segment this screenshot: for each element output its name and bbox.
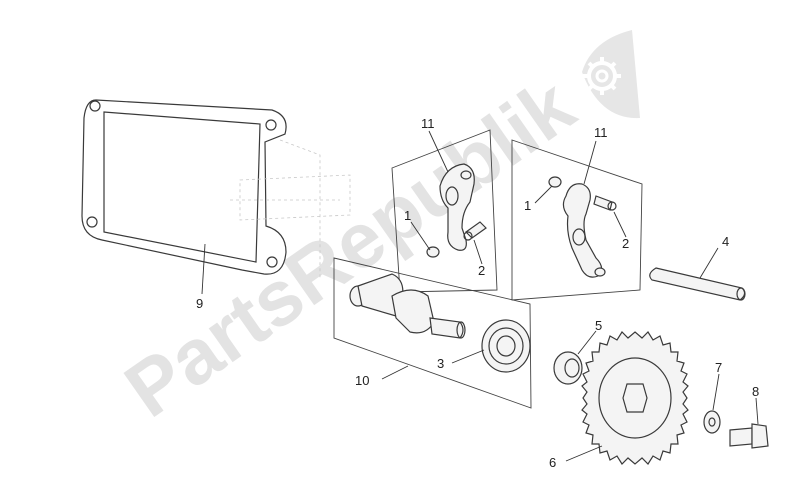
callout-11-left: 11 [421, 116, 435, 131]
spacer-part [553, 351, 583, 385]
callout-4: 4 [722, 234, 729, 249]
sprocket-part [581, 331, 689, 465]
camshaft-frame [333, 257, 532, 409]
camshaft-part [349, 273, 466, 339]
pin-right [548, 176, 562, 188]
rocker-shaft-part [649, 267, 746, 301]
rocker-frame-right [511, 139, 643, 301]
washer-part [703, 410, 721, 434]
callout-10: 10 [355, 373, 369, 388]
callout-1-right: 1 [524, 198, 531, 213]
callout-9: 9 [196, 296, 203, 311]
watermark-logo-shape [582, 30, 640, 119]
rocker-arm-right [562, 183, 606, 278]
leader-lines [201, 130, 759, 462]
callouts: 11 1 2 11 1 2 4 9 10 3 5 6 7 8 [196, 116, 759, 470]
callout-2-right: 2 [622, 236, 629, 251]
rocker-frame-left [391, 129, 498, 293]
gasket-part [81, 99, 287, 275]
bolt-part [729, 423, 769, 449]
callout-6: 6 [549, 455, 556, 470]
adjuster-screw-left [463, 221, 487, 241]
callout-1-left: 1 [404, 208, 411, 223]
gear-icon [583, 57, 621, 95]
bearing-part [481, 319, 531, 373]
ghost-cylinder-head [230, 139, 351, 280]
callout-2-left: 2 [478, 263, 485, 278]
rocker-arm-left [439, 163, 475, 251]
callout-7: 7 [715, 360, 722, 375]
adjuster-screw-right [593, 195, 617, 211]
callout-11-right: 11 [594, 125, 608, 140]
callout-5: 5 [595, 318, 602, 333]
callout-3: 3 [437, 356, 444, 371]
callout-8: 8 [752, 384, 759, 399]
